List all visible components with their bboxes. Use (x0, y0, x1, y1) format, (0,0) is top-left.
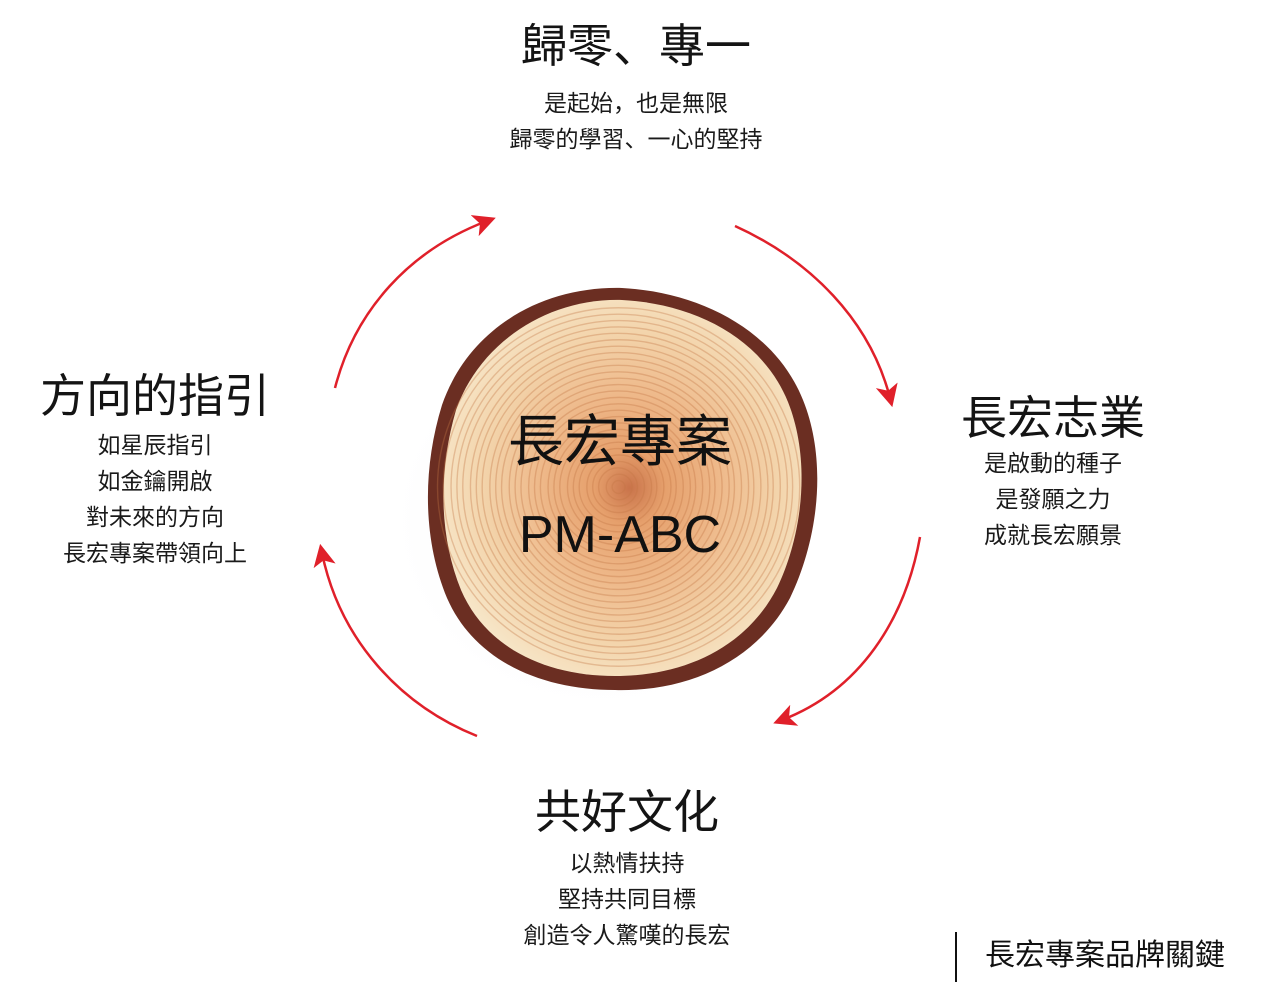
left-section: 方向的指引 如星辰指引 如金鑰開啟 對未來的方向 長宏專案帶領向上 (5, 368, 305, 572)
bottom-line: 創造令人驚嘆的長宏 (523, 923, 731, 949)
growth-ring (456, 326, 781, 648)
right-line: 成就長宏願景 (984, 523, 1122, 549)
bottom-lines: 以熱情扶持 堅持共同目標 創造令人驚嘆的長宏 (477, 846, 777, 954)
growth-ring (475, 345, 762, 629)
growth-ring (481, 351, 755, 623)
bottom-line: 堅持共同目標 (558, 887, 696, 913)
left-lines: 如星辰指引 如金鑰開啟 對未來的方向 長宏專案帶領向上 (5, 428, 305, 572)
clockwise-arrow-top-right (734, 224, 898, 408)
top-heading: 歸零、專一 (521, 19, 751, 73)
growth-ring (500, 371, 736, 603)
growth-ring (436, 307, 801, 667)
growth-ring (592, 460, 646, 514)
growth-ring (566, 435, 672, 539)
growth-ring (572, 441, 665, 533)
growth-ring (578, 447, 658, 527)
left-heading: 方向的指引 (40, 369, 270, 423)
growth-ring (611, 479, 626, 495)
left-line: 對未來的方向 (86, 505, 224, 531)
bottom-section: 共好文化 以熱情扶持 堅持共同目標 創造令人驚嘆的長宏 (477, 784, 777, 954)
growth-ring (539, 409, 697, 565)
left-line: 如金鑰開啟 (97, 469, 213, 495)
growth-ring (508, 377, 730, 597)
growth-ring (586, 454, 653, 520)
top-line: 歸零的學習、一心的堅持 (509, 127, 763, 153)
left-line: 如星辰指引 (97, 433, 213, 459)
bottom-line: 以熱情扶持 (569, 851, 685, 877)
growth-ring (450, 319, 789, 655)
bottom-heading: 共好文化 (535, 785, 719, 839)
growth-ring (527, 396, 711, 578)
clockwise-arrow-bottom-left (313, 543, 478, 738)
top-lines: 是起始，也是無限 歸零的學習、一心的堅持 (386, 86, 886, 158)
right-line: 是啟動的種子 (984, 451, 1122, 477)
stump-wood (443, 299, 802, 676)
growth-ring (520, 390, 716, 584)
footer-label: 長宏專案品牌關鍵 (955, 932, 1225, 982)
top-section: 歸零、專一 是起始，也是無限 歸零的學習、一心的堅持 (386, 18, 886, 158)
growth-ring (533, 403, 704, 571)
growth-rings (436, 307, 801, 667)
top-line: 是起始，也是無限 (544, 91, 728, 117)
clockwise-arrow-top-left (333, 215, 496, 389)
growth-ring (547, 415, 692, 559)
center-title: 長宏專案 (508, 410, 732, 475)
growth-ring (597, 467, 639, 507)
growth-ring (559, 428, 677, 546)
growth-ring (495, 364, 743, 610)
center-subtitle: PM-ABC (518, 506, 722, 564)
growth-ring (514, 383, 723, 591)
growth-ring (553, 422, 684, 552)
growth-ring (469, 339, 769, 635)
growth-ring (442, 313, 794, 661)
right-line: 是發願之力 (995, 487, 1111, 513)
clockwise-arrow-bottom-right (773, 536, 922, 726)
growth-ring (489, 358, 750, 616)
growth-ring (462, 332, 774, 642)
right-heading: 長宏志業 (961, 391, 1145, 445)
right-section: 長宏志業 是啟動的種子 是發願之力 成就長宏願景 (903, 390, 1203, 554)
right-lines: 是啟動的種子 是發願之力 成就長宏願景 (903, 446, 1203, 554)
growth-ring (605, 473, 633, 501)
left-line: 長宏專案帶領向上 (63, 541, 247, 567)
